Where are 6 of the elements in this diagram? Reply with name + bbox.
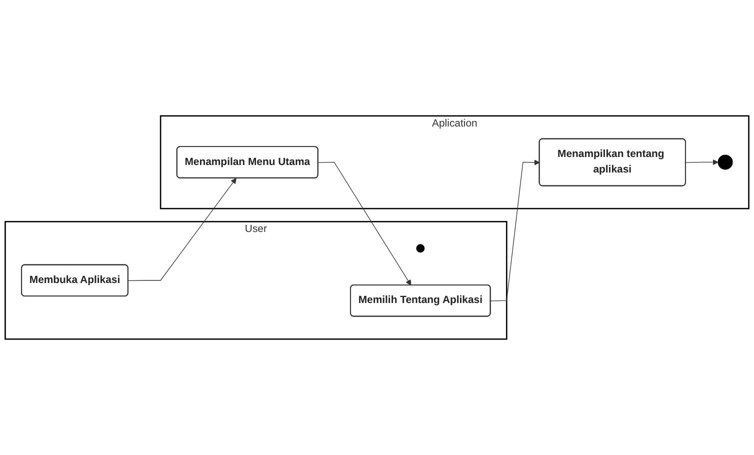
arrow <box>685 159 718 166</box>
node-circle <box>416 244 425 253</box>
arrow <box>128 178 236 282</box>
node-circle <box>718 154 733 170</box>
arrow <box>318 162 412 286</box>
arrow <box>490 160 540 302</box>
